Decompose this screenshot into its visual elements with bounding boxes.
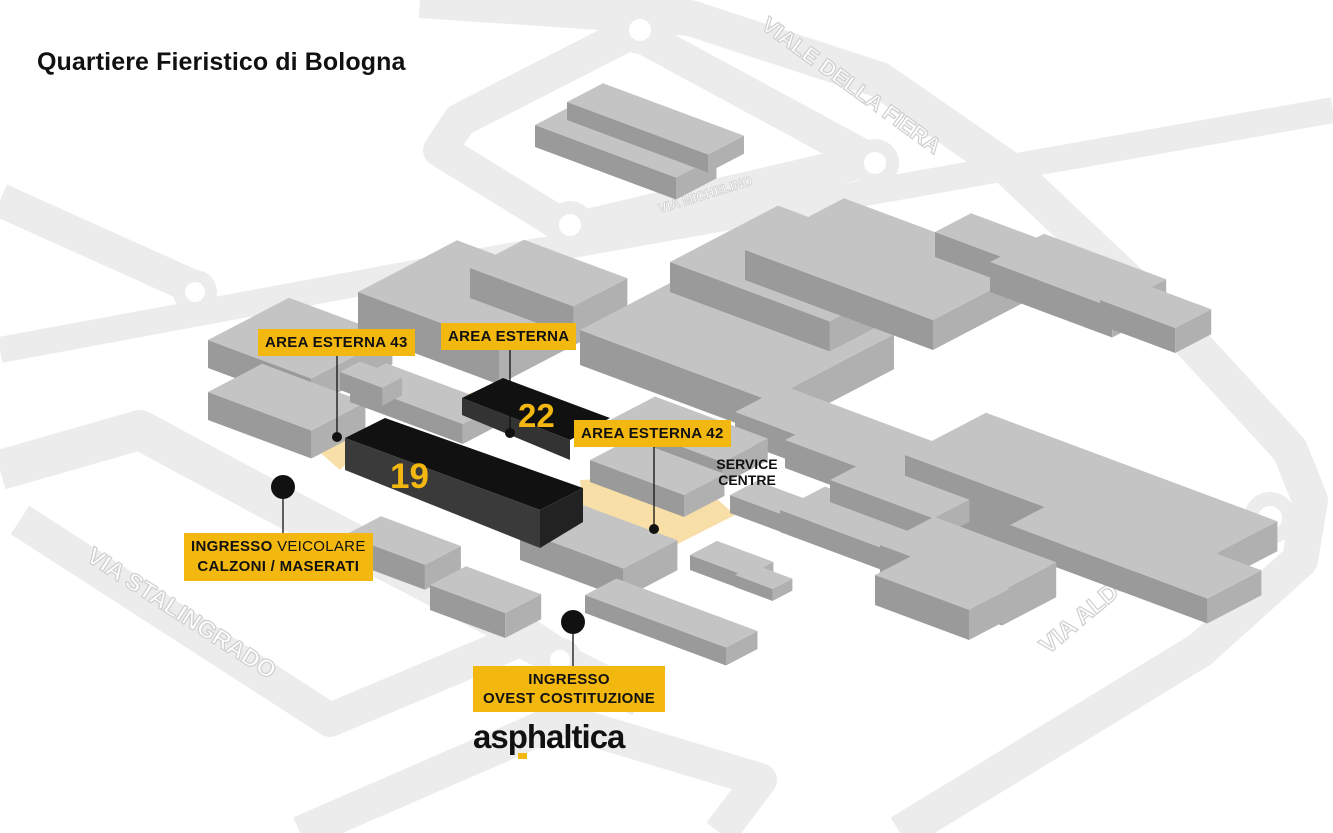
road-upper-loop (423, 12, 887, 247)
hall-22-shape (462, 378, 610, 460)
building-block (590, 438, 725, 517)
tag-area-esterna-43[interactable]: AREA ESTERNA 43 (258, 329, 415, 356)
hall-19-number[interactable]: 19 (390, 457, 429, 496)
building-block (1010, 496, 1262, 624)
pointer-dots (332, 428, 659, 534)
asphaltica-logo: asphaltica (473, 718, 625, 755)
logo-accent-mark (518, 753, 527, 759)
service-centre-label: SERVICE CENTRE (716, 456, 778, 488)
entrance-pin-ovest[interactable] (561, 610, 585, 634)
building-block (567, 83, 744, 173)
road-left-feeder (0, 184, 207, 306)
building-block (208, 363, 366, 459)
building-block (735, 564, 793, 601)
hall-19-shape (345, 418, 583, 548)
building-block (340, 361, 403, 406)
building-block (875, 553, 1010, 640)
tag-ingresso-ovest[interactable]: INGRESSO OVEST COSTITUZIONE (473, 666, 666, 712)
building-block (470, 239, 628, 337)
building-block (585, 578, 758, 666)
road-bottom (293, 703, 777, 833)
tag-area-esterna-42[interactable]: AREA ESTERNA 42 (574, 420, 731, 447)
tag-ingresso-calzoni[interactable]: INGRESSO VEICOLARE CALZONI / MASERATI (184, 533, 373, 581)
road-viale-della-fiera (418, 0, 1328, 833)
tag-area-esterna[interactable]: AREA ESTERNA (441, 323, 577, 350)
building-block (430, 566, 542, 638)
map-title: Quartiere Fieristico di Bologna (37, 48, 406, 76)
building-block (1100, 281, 1212, 353)
hall-22-number[interactable]: 22 (518, 397, 555, 434)
entrance-pin-calzoni[interactable] (271, 475, 295, 499)
